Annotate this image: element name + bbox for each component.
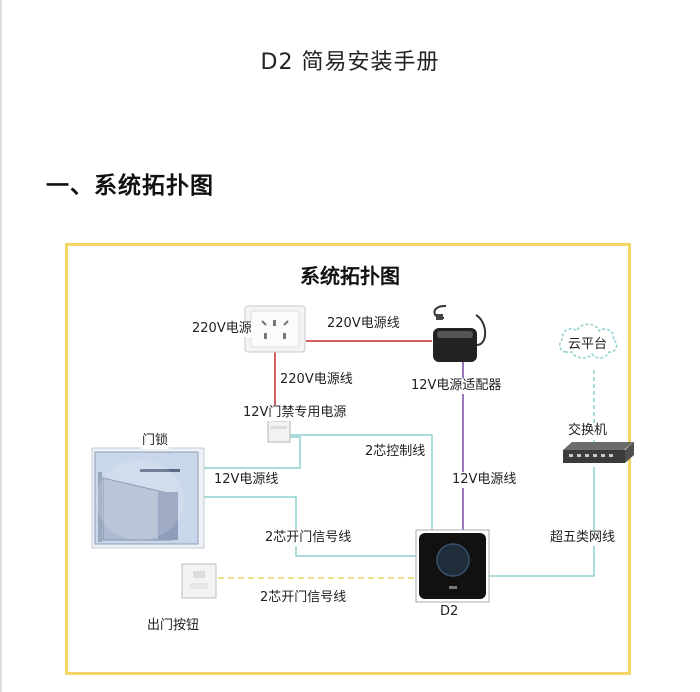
d2-device-icon [415, 529, 490, 603]
label-button-signal-line: 2芯开门信号线 [259, 590, 348, 606]
wire-switch-to-d2-network [489, 467, 595, 577]
label-cloud-platform: 云平台 [568, 337, 608, 352]
document-title: D2 简易安装手册 [260, 50, 440, 75]
label-exit-button: 出门按钮 [146, 618, 201, 634]
section-heading: 一、系统拓扑图 [46, 173, 214, 199]
label-power-adapter: 12V电源适配器 [410, 378, 503, 394]
label-lock-signal-line: 2芯开门信号线 [264, 530, 353, 546]
wire-power-supply-to-d2-control [290, 434, 433, 531]
exit-button-icon [181, 563, 217, 599]
diagram-title: 系统拓扑图 [300, 264, 400, 288]
label-access-power-supply: 12V门禁专用电源 [242, 405, 348, 421]
label-door-lock: 门锁 [141, 433, 170, 449]
network-switch-icon [563, 442, 634, 463]
wire-power-supply-to-lock [203, 436, 301, 469]
wire-lock-to-d2-signal [203, 496, 416, 557]
wall-outlet-icon [244, 305, 306, 353]
label-outlet-to-power-supply: 220V电源线 [279, 372, 354, 388]
label-wall-outlet: 220V电源 [191, 321, 253, 337]
page-edge-divider [0, 0, 2, 692]
door-lock-icon [91, 447, 205, 549]
label-control-line: 2芯控制线 [364, 444, 427, 460]
label-power-supply-to-lock: 12V电源线 [213, 472, 280, 488]
label-outlet-to-adapter: 220V电源线 [326, 316, 401, 332]
cloud-icon [558, 323, 618, 359]
label-switch: 交换机 [567, 423, 609, 439]
power-adapter-icon [433, 304, 487, 362]
label-network-cable: 超五类网线 [549, 530, 617, 546]
label-d2-device: D2 [439, 604, 460, 620]
label-adapter-to-d2: 12V电源线 [451, 472, 518, 488]
